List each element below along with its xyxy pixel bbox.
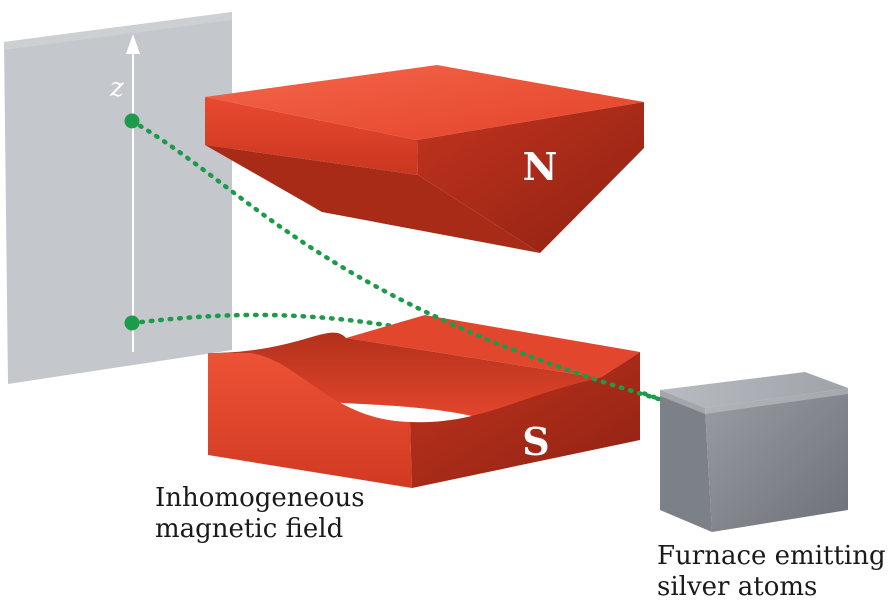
magnetic-field-label-line1: Inhomogeneous: [155, 483, 365, 513]
south-magnet: S: [208, 315, 640, 488]
magnetic-field-label: Inhomogeneous magnetic field: [155, 483, 365, 545]
furnace-label: Furnace emitting silver atoms: [657, 541, 886, 603]
lower-impact-dot: [124, 315, 140, 331]
furnace-label-line1: Furnace emitting: [657, 541, 886, 571]
z-axis: [126, 34, 140, 352]
north-pole-label: N: [523, 144, 558, 189]
upper-impact-dot: [124, 113, 140, 129]
south-pole-label: S: [522, 419, 549, 464]
beam-path-upper: [129, 118, 665, 403]
detector-screen: [4, 12, 232, 384]
magnetic-field-label-line2: magnetic field: [155, 514, 344, 544]
furnace-cube: [660, 372, 848, 532]
z-axis-label: z: [109, 73, 124, 103]
furnace-label-line2: silver atoms: [657, 572, 818, 602]
north-magnet: N: [205, 65, 644, 253]
